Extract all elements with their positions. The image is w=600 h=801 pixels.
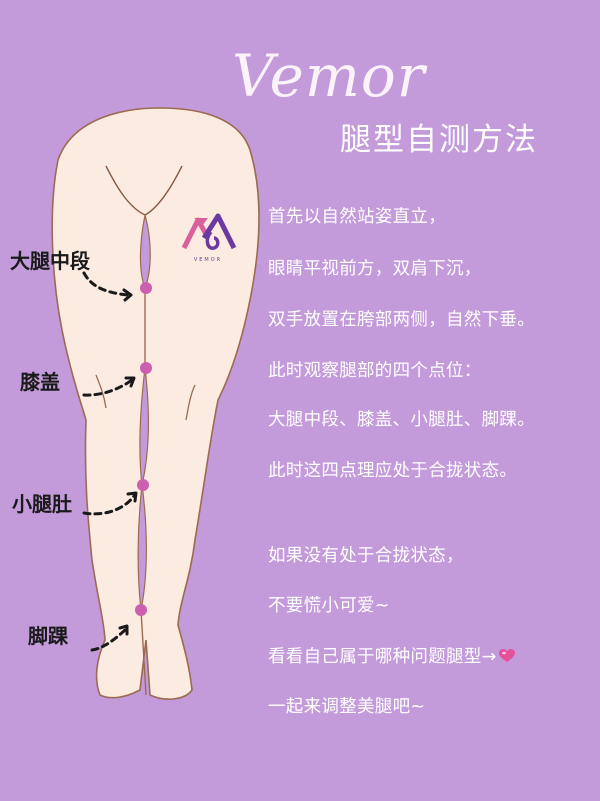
- followup-line: 如果没有处于合拢状态，: [268, 546, 464, 566]
- heart-icon: [498, 649, 515, 662]
- leg-silhouette: [51, 107, 260, 700]
- instruction-line: 此时观察腿部的四个点位：: [268, 361, 482, 381]
- vemor-logo: VEMOR: [181, 213, 237, 263]
- label-knee: 膝盖: [20, 370, 60, 394]
- brand-name: Vemor: [232, 42, 426, 110]
- arrow-knee: [82, 378, 134, 397]
- marker-knee: [140, 362, 152, 374]
- page-title: 腿型自测方法: [340, 122, 538, 158]
- label-calf: 小腿肚: [12, 492, 72, 516]
- followup-line: 一起来调整美腿吧~: [268, 697, 426, 717]
- svg-text:VEMOR: VEMOR: [194, 257, 222, 263]
- instruction-line: 大腿中段、膝盖、小腿肚、脚踝。: [268, 410, 535, 430]
- arrow-calf: [82, 494, 136, 516]
- followup-line: 不要慌小可爱~: [268, 596, 390, 616]
- label-ankle: 脚踝: [28, 624, 68, 648]
- instruction-line: 此时这四点理应处于合拢状态。: [268, 461, 518, 481]
- arrow-thigh: [82, 271, 130, 297]
- instruction-line: 双手放置在胯部两侧，自然下垂。: [268, 310, 535, 330]
- marker-calf: [137, 479, 149, 491]
- instruction-line: 眼睛平视前方，双肩下沉，: [268, 259, 482, 279]
- arrow-ankle: [90, 628, 127, 652]
- marker-ankle: [135, 604, 147, 616]
- marker-thigh-mid: [140, 282, 152, 294]
- followup-line-with-heart: 看看自己属于哪种问题腿型→: [268, 643, 515, 668]
- followup-text: 看看自己属于哪种问题腿型→: [268, 647, 497, 667]
- label-thigh-mid: 大腿中段: [10, 249, 90, 273]
- instruction-line: 首先以自然站姿直立，: [268, 207, 446, 227]
